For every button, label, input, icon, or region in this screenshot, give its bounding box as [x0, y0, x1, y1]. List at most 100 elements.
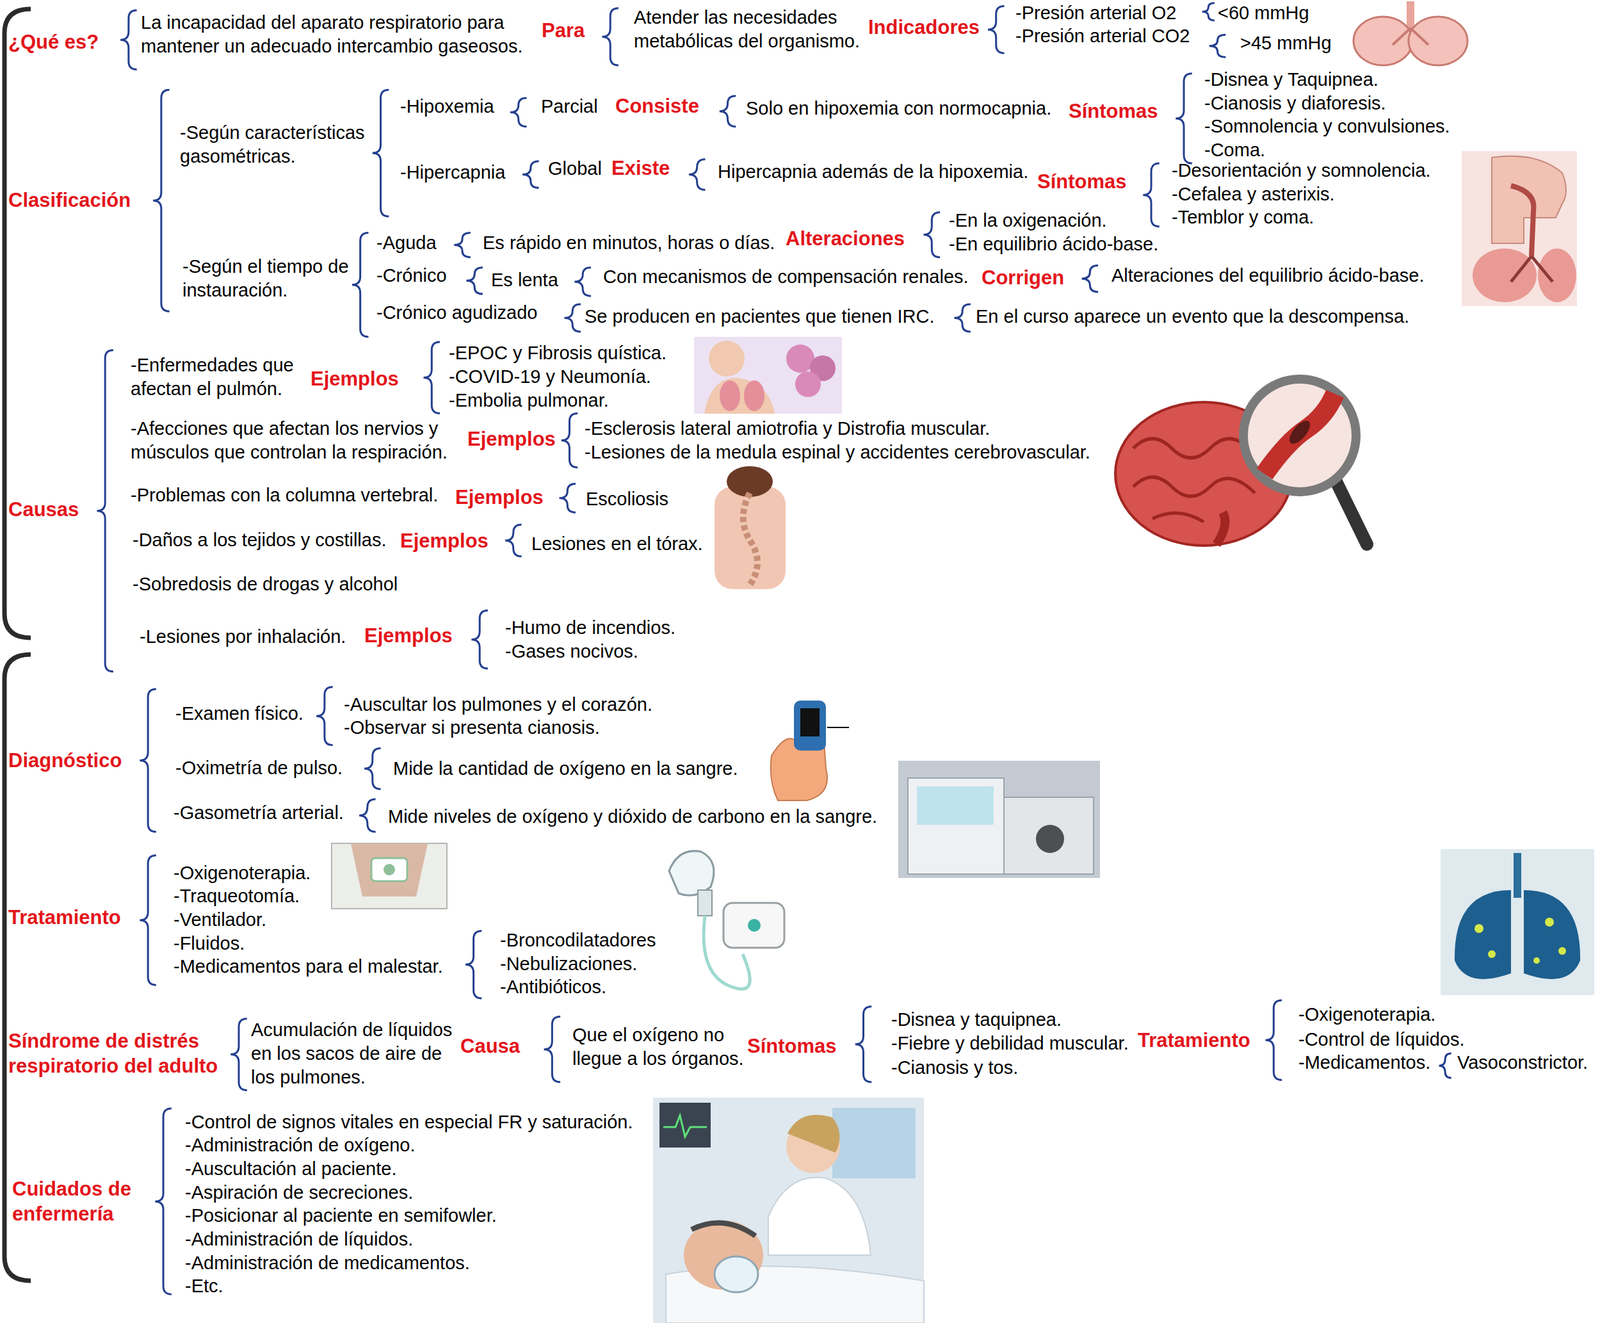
curly-brace [559, 484, 577, 513]
text-label: Escoliosis [585, 487, 669, 511]
section-heading: Ejemplos [364, 622, 453, 648]
text-label: -Broncodilatadores [500, 928, 656, 953]
oximeter [793, 700, 826, 751]
sample-port [1035, 824, 1065, 853]
text-label: Atender las necesidades metabólicas del … [633, 5, 867, 54]
text-label: Es lenta [491, 268, 559, 292]
analyzer-screen [916, 786, 994, 825]
nebulizer-illustration [669, 850, 785, 990]
text-label: >45 mmHg [1240, 31, 1332, 56]
text-label: La incapacidad del aparato respiratorio … [140, 10, 537, 59]
gas-analyzer-illustration [898, 760, 1100, 878]
curly-brace [453, 232, 471, 257]
text-label: -Nebulizaciones. [500, 952, 638, 976]
curly-brace [1142, 163, 1160, 227]
nurse-hair [787, 1114, 840, 1153]
text-label: -Disnea y taquipnea. [891, 1007, 1062, 1032]
text-label: -Enfermedades que afectan el pulmón. [130, 353, 308, 401]
monitor [659, 1102, 711, 1148]
airway [1511, 185, 1535, 257]
text-label: -Según características gasométricas. [179, 121, 385, 169]
text-label: -Administración de líquidos. [185, 1227, 413, 1252]
magnifier-lens [1243, 379, 1357, 492]
nurse-uniform [768, 1177, 871, 1255]
curly-brace [96, 350, 114, 672]
back [714, 486, 786, 590]
mask [669, 850, 714, 896]
curly-brace [154, 1108, 172, 1294]
text-label: -Fluidos. [173, 931, 245, 956]
vessel [1264, 393, 1335, 474]
text-label: -Administración de medicamentos. [185, 1251, 470, 1275]
spine [743, 492, 758, 586]
curly-brace [564, 304, 581, 332]
text-label: -Etc. [185, 1274, 224, 1298]
text-label: -Auscultación al paciente. [185, 1156, 397, 1181]
text-label: -Examen físico. [175, 701, 304, 726]
compressor [723, 902, 785, 948]
photo-ground [331, 843, 447, 909]
text-label: -Auscultar los pulmones y el corazón. [343, 692, 653, 717]
text-label: -Cefalea y asterixis. [1171, 182, 1335, 207]
text-label: Alteraciones del equilibrio ácido-base. [1111, 263, 1424, 288]
photo-ground [1440, 848, 1595, 995]
text-label: -Humo de incendios. [505, 615, 676, 640]
curly-brace [466, 267, 483, 294]
lung [719, 380, 741, 412]
text-label: -Aguda [376, 231, 437, 255]
text-label: Con mecanismos de compensación renales. [603, 265, 969, 289]
text-label: -Oxigenoterapia. [1298, 1002, 1436, 1027]
section-heading: Tratamiento [8, 904, 122, 930]
curly-brace [688, 159, 706, 191]
curly-brace [352, 232, 369, 337]
curly-brace [544, 1016, 561, 1083]
spot [1544, 917, 1554, 927]
brain-illustration [1115, 379, 1367, 546]
text-label: Hipercapnia además de la hipoxemia. [717, 160, 1029, 184]
curly-brace [953, 304, 971, 332]
curly-brace [1202, 3, 1215, 21]
tubing [703, 915, 750, 989]
text-label: -Administración de oxígeno. [185, 1133, 415, 1157]
section-heading: Existe [611, 155, 670, 181]
section-heading: Síndrome de distrés respiratorio del adu… [8, 1028, 235, 1079]
lung [1523, 889, 1581, 979]
spot [1558, 946, 1567, 955]
lungs-illustration [1353, 1, 1468, 66]
text-label: Global [548, 156, 602, 181]
text-label: -Daños a los tejidos y costillas. [132, 528, 387, 552]
curly-brace [987, 6, 1005, 54]
curly-brace [574, 267, 591, 297]
text-label: -Hipercapnia [400, 160, 506, 185]
outer-bracket [4, 8, 31, 638]
oxygen-mask [714, 1256, 759, 1293]
bronchi [1392, 28, 1429, 45]
curly-brace [1175, 73, 1193, 164]
trachea [1513, 852, 1522, 898]
text-label: -Esclerosis lateral amiotrofia y Distrof… [584, 416, 990, 441]
text-label: -Lesiones por inhalación. [139, 624, 346, 649]
text-label: -Coma. [1204, 138, 1266, 162]
curly-brace [316, 686, 333, 746]
nurse-photo-illustration [653, 1097, 924, 1323]
bronchi [1511, 256, 1553, 282]
text-label: -Control de signos vitales en especial F… [185, 1110, 634, 1134]
lung [1408, 16, 1468, 66]
pulse-oximeter-illustration [770, 700, 849, 801]
mask-strap [691, 1222, 756, 1236]
text-label: -Gases nocivos. [505, 639, 639, 664]
brain-folds [1133, 438, 1255, 522]
section-heading: Tratamiento [1137, 1027, 1251, 1053]
text-label: Se producen en pacientes que tienen IRC. [584, 304, 935, 329]
panel [694, 336, 842, 414]
spot [1487, 950, 1496, 958]
curly-brace [364, 747, 381, 789]
curly-brace [510, 97, 527, 127]
text-label: -Medicamentos para el malestar. [173, 954, 444, 979]
text-label: -Cianosis y diaforesis. [1204, 91, 1387, 116]
text-label: -Observar si presenta cianosis. [343, 715, 600, 740]
curly-brace [1082, 265, 1099, 292]
head-profile [1491, 156, 1567, 244]
text-label: Vasoconstrictor. [1457, 1050, 1588, 1075]
section-heading: Ejemplos [455, 484, 544, 510]
